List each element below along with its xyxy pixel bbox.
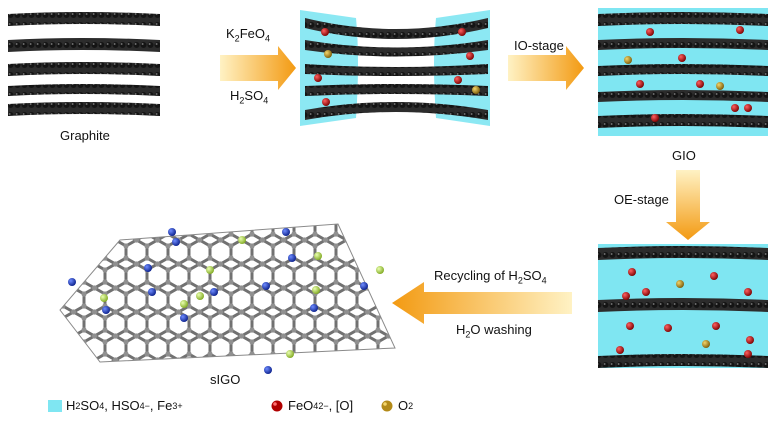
- legend-o2-a: O: [398, 398, 409, 413]
- arrow-right-1: [220, 46, 296, 90]
- sigo-label: sIGO: [210, 372, 240, 387]
- legend-o2-ball: [381, 400, 393, 411]
- reagent1-mid: FeO: [239, 26, 265, 41]
- reagent1-sub2: 4: [264, 33, 270, 44]
- recycling-pre: Recycling of H: [434, 268, 518, 283]
- legend-feo4-a: FeO: [288, 398, 314, 413]
- oe-stage-text: OE-stage: [614, 192, 669, 207]
- legend-feo4-ball: [271, 400, 283, 411]
- reagent2-main: H: [230, 88, 240, 103]
- reagent-k2feo4: K2FeO4: [226, 26, 270, 44]
- graphite-label: Graphite: [60, 128, 110, 143]
- washing-rest: O washing: [470, 322, 532, 337]
- graphite-stack: [8, 12, 160, 116]
- graphite-text: Graphite: [60, 128, 110, 143]
- reagent1-sub1: 2: [234, 33, 240, 44]
- washing-sub: 2: [465, 329, 471, 340]
- gio-text: GIO: [672, 148, 696, 163]
- reagent1-main: K: [226, 26, 235, 41]
- legend-feo4-b: , [O]: [328, 398, 354, 413]
- sigo-sheet: [59, 223, 396, 374]
- reagent2-sub1: 2: [239, 95, 245, 106]
- recycling-sub2: 4: [541, 275, 547, 286]
- expanded-stack: [598, 244, 768, 368]
- recycling-sub1: 2: [517, 275, 523, 286]
- reagent2-mid: SO: [244, 88, 264, 103]
- sigo-text: sIGO: [210, 372, 241, 387]
- arrow-left: [392, 282, 572, 324]
- recycling-mid: SO: [522, 268, 542, 283]
- legend-acid-c: , HSO: [104, 398, 140, 413]
- arrow-down: [666, 170, 710, 240]
- legend-acid-d: , Fe: [149, 398, 173, 413]
- io-stage-text: IO-stage: [514, 38, 564, 53]
- recycling-label: Recycling of H2SO4: [434, 268, 547, 286]
- gio-label: GIO: [672, 148, 696, 163]
- gio-stack: [598, 8, 768, 136]
- legend-acid-a: H: [66, 398, 76, 413]
- legend-acid-swatch: [48, 399, 62, 412]
- io-stage-label: IO-stage: [514, 38, 564, 53]
- arrow-right-2: [508, 46, 584, 90]
- intercalation-stack: [300, 10, 490, 126]
- washing-main: H: [456, 322, 466, 337]
- reagent2-sub2: 4: [263, 95, 269, 106]
- washing-label: H2O washing: [456, 322, 532, 340]
- legend-acid-b: SO: [80, 398, 100, 413]
- reagent-h2so4: H2SO4: [230, 88, 269, 106]
- oe-stage-label: OE-stage: [614, 192, 669, 207]
